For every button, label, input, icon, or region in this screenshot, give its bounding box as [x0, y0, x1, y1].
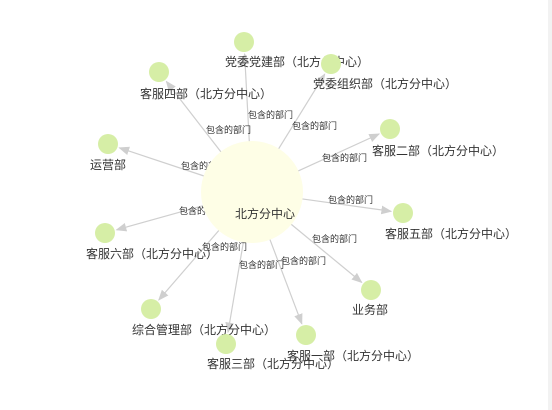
- edge-yunying: [118, 146, 206, 178]
- node-kefu-1[interactable]: [296, 325, 316, 345]
- edge-dangwei-zuzhi: [277, 73, 326, 151]
- node-label-zonghe: 综合管理部（北方分中心）: [132, 322, 276, 337]
- edge-label-dangwei-zuzhi: 包含的部门: [292, 120, 337, 132]
- edge-kefu-6: [115, 204, 205, 232]
- node-dangwei-dangjian[interactable]: [234, 32, 254, 52]
- node-kefu-4[interactable]: [149, 62, 169, 82]
- node-label-yewu: 业务部: [352, 302, 388, 317]
- node-yewu[interactable]: [361, 280, 381, 300]
- center-node-label: 北方分中心: [235, 206, 295, 221]
- edge-label-kefu-1: 包含的部门: [281, 255, 326, 267]
- edge-yewu: [289, 222, 363, 284]
- edge-dangwei-dangjian: [240, 52, 250, 144]
- edge-label-kefu-3: 包含的部门: [239, 259, 284, 271]
- edge-label-kefu-5: 包含的部门: [328, 194, 373, 206]
- center-node[interactable]: [201, 141, 303, 243]
- node-label-kefu-5: 客服五部（北方分中心）: [385, 226, 517, 241]
- node-label-kefu-1: 客服一部（北方分中心）: [287, 348, 419, 363]
- node-label-kefu-3: 客服三部（北方分中心）: [207, 356, 339, 371]
- node-kefu-5[interactable]: [393, 203, 413, 223]
- edge-kefu-3: [225, 240, 245, 334]
- node-label-dangwei-dangjian: 党委党建部（北方分中心）: [225, 54, 369, 69]
- scrollbar-track[interactable]: [548, 0, 552, 410]
- edge-label-kefu-4: 包含的部门: [206, 124, 251, 136]
- edge-label-kefu-2: 包含的部门: [322, 152, 367, 164]
- edge-label-dangwei-dangjian: 包含的部门: [248, 109, 293, 121]
- node-label-yunying: 运营部: [90, 157, 126, 172]
- node-label-kefu-4: 客服四部（北方分中心）: [140, 86, 272, 101]
- edge-kefu-2: [296, 133, 381, 173]
- node-label-kefu-2: 客服二部（北方分中心）: [372, 143, 504, 158]
- edge-label-zonghe: 包含的部门: [202, 241, 247, 253]
- node-yunying[interactable]: [98, 134, 118, 154]
- node-kefu-2[interactable]: [380, 119, 400, 139]
- edge-kefu-4: [165, 80, 223, 154]
- node-dangwei-zuzhi[interactable]: [321, 54, 341, 74]
- node-label-kefu-6: 客服六部（北方分中心）: [86, 246, 218, 261]
- edge-label-yewu: 包含的部门: [312, 233, 357, 245]
- node-label-dangwei-zuzhi: 党委组织部（北方分中心）: [313, 76, 457, 91]
- edge-kefu-5: [300, 198, 393, 215]
- node-kefu-6[interactable]: [95, 223, 115, 243]
- node-zonghe[interactable]: [141, 299, 161, 319]
- node-kefu-3[interactable]: [216, 334, 236, 354]
- edge-zonghe: [158, 228, 221, 301]
- edge-kefu-1: [268, 237, 303, 325]
